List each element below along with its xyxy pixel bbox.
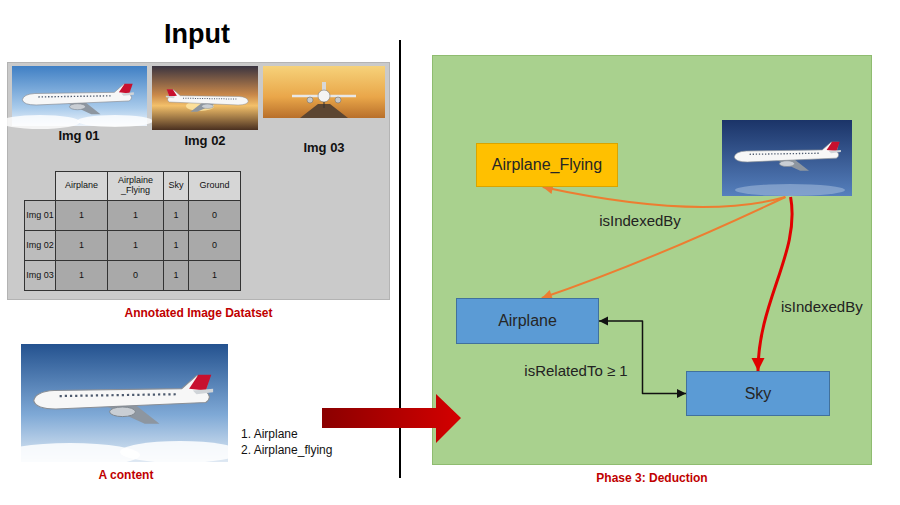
image-label-holder: Img 03 [269, 140, 379, 155]
node-label: Airplane_Flying [492, 156, 602, 174]
table-header-cell-text: Sky [168, 181, 183, 191]
content-photo [0, 344, 240, 467]
node-label: Airplane [498, 312, 557, 330]
node-label: Sky [745, 385, 772, 403]
concept-box: Airplane_Flying [476, 143, 618, 187]
table-cell-text: 0 [133, 271, 138, 281]
image-label-holder: Img 01 [19, 128, 139, 143]
table-cell-text: 1 [173, 211, 178, 221]
table-header-cell-text: Ground [199, 181, 229, 191]
table-cell-text: 1 [173, 241, 178, 251]
concept-box: Airplane [456, 298, 599, 344]
content-photo [21, 344, 228, 462]
image-label-holder: Img 02 [155, 133, 255, 148]
table-row-header: Img 03 [24, 260, 56, 291]
panel-caption: Phase 3: Deduction [433, 471, 871, 485]
content-caption: A content [46, 468, 206, 482]
table-row-header: Img 01 [24, 200, 56, 231]
table-header-cell-text: Airplane [65, 181, 98, 191]
title: Input [47, 19, 347, 50]
list-item-holder: 1. Airplane [241, 427, 298, 441]
content-photo [0, 443, 140, 467]
title-holder: Input [47, 19, 347, 50]
edge-label-holder: isIndexedBy [490, 212, 790, 230]
content-caption-holder: A content [46, 468, 206, 482]
table-cell-text: 1 [79, 211, 84, 221]
table-row-header: Img 02 [24, 230, 56, 261]
table-cell: 1 [55, 230, 108, 261]
edge-label: isIndexedBy [596, 212, 684, 229]
content-photo [120, 441, 240, 463]
table-cell-text: 1 [133, 211, 138, 221]
image-label: Img 01 [19, 128, 139, 143]
deduction-panel: Phase 3: DeductionAirplane_FlyingAirplan… [432, 55, 872, 465]
table-cell: 0 [107, 260, 164, 291]
table-cell-text: 1 [173, 271, 178, 281]
table-row-header-text: Img 03 [26, 271, 54, 281]
table-cell: 0 [188, 230, 241, 261]
table-cell-text: 1 [79, 271, 84, 281]
table-cell-text: 1 [212, 271, 217, 281]
table-cell-text: 0 [212, 241, 217, 251]
image-label: Img 02 [155, 133, 255, 148]
content-photo [34, 375, 213, 424]
image-label: Img 03 [269, 140, 379, 155]
table-header-cell-text: Airplaine _Flying [108, 176, 163, 196]
list-item: 1. Airplane [241, 427, 298, 441]
list-item-holder: 2. Airplane_flying [241, 443, 332, 457]
table-cell: 0 [188, 200, 241, 231]
table-cell-text: 0 [212, 211, 217, 221]
table-cell: 1 [55, 260, 108, 291]
edge-label-holder: isIndexedBy [778, 298, 866, 316]
divider-line [399, 40, 401, 478]
table-cell: 1 [163, 200, 189, 231]
table-row-header-text: Img 02 [26, 241, 54, 251]
table-cell: 1 [107, 200, 164, 231]
edge-label-holder: isRelatedTo ≥ 1 [426, 362, 726, 380]
table-cell: 1 [55, 200, 108, 231]
table-header-cell: Airplaine _Flying [107, 171, 164, 201]
table-cell: 1 [188, 260, 241, 291]
table-cell-text: 1 [79, 241, 84, 251]
edge-label: isRelatedTo ≥ 1 [521, 362, 630, 379]
table-cell-text: 1 [133, 241, 138, 251]
table-cell: 1 [163, 260, 189, 291]
table-header-cell: Sky [163, 171, 189, 201]
table-header-cell: Airplane [55, 171, 108, 201]
table-cell: 1 [107, 230, 164, 261]
concept-box: Sky [686, 371, 830, 416]
image-node [723, 121, 853, 197]
table-row-header-text: Img 01 [26, 211, 54, 221]
panel-caption: Annotated Image Datatset [8, 306, 389, 320]
table-header-cell: Ground [188, 171, 241, 201]
edge-label: isIndexedBy [778, 298, 866, 315]
table-cell: 1 [163, 230, 189, 261]
list-item: 2. Airplane_flying [241, 443, 332, 457]
